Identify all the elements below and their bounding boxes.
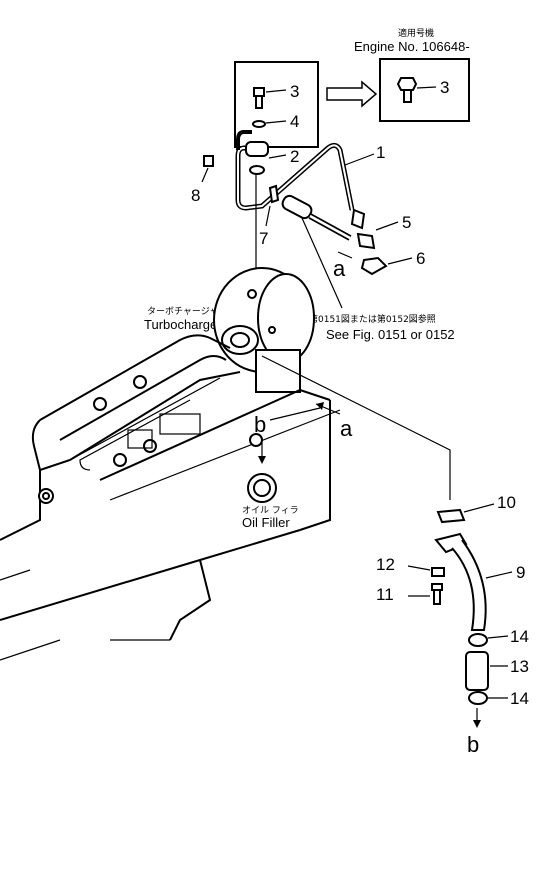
plug-8 (203, 155, 214, 167)
detail-box-before (234, 61, 319, 148)
ref-b-upper: b (254, 412, 266, 437)
hose-connection (281, 194, 352, 241)
ref-b-lower: b (467, 732, 479, 757)
callout-14-upper: 14 (510, 627, 529, 646)
ref-a-upper: a (333, 256, 346, 281)
callout-13: 13 (510, 657, 529, 676)
change-arrow-icon (326, 80, 378, 108)
clamp-14-upper (468, 633, 488, 647)
callout-9: 9 (516, 563, 525, 582)
engine-number-label: Engine No. 106648- (354, 39, 470, 54)
hose-13 (465, 651, 489, 691)
callout-4: 4 (290, 112, 299, 131)
callout-1: 1 (376, 143, 385, 162)
applicability-jp-label: 適用号機 (398, 27, 434, 39)
callout-3-after: 3 (440, 78, 449, 97)
washer-4 (252, 120, 266, 128)
oil-filler-jp-label: オイル フィラ (242, 505, 299, 516)
connector-5 (350, 208, 376, 250)
bolt-3-after (396, 77, 418, 103)
see-fig-en-label: See Fig. 0151 or 0152 (326, 327, 455, 342)
oil-filler-en-label: Oil Filler (242, 515, 290, 530)
callout-10: 10 (497, 493, 516, 512)
washer-12 (431, 567, 445, 577)
turbocharger (213, 267, 315, 393)
see-fig-jp-label: 第0151図または第0152図参照 (309, 313, 436, 325)
callout-8: 8 (191, 186, 200, 205)
callout-2: 2 (290, 147, 299, 166)
callout-14-lower: 14 (510, 689, 529, 708)
callout-3-before: 3 (290, 82, 299, 101)
turbocharger-en-label: Turbocharger (144, 317, 222, 332)
oil-drain-tube-9 (434, 532, 487, 631)
bolt-3-before (253, 87, 265, 109)
callout-12: 12 (376, 555, 395, 574)
clamp-14-lower (468, 691, 488, 705)
callout-7: 7 (259, 229, 268, 248)
turbocharger-jp-label: ターボチャージャ (147, 306, 218, 317)
gasket-10 (436, 508, 466, 524)
ref-a-middle: a (340, 416, 353, 441)
bolt-11 (431, 583, 443, 605)
eye-joint-2 (245, 141, 269, 175)
clamp-7 (268, 184, 280, 204)
callout-6: 6 (416, 249, 425, 268)
fitting-6 (360, 256, 388, 276)
engine-block (0, 334, 341, 661)
detail-box-after (379, 58, 470, 122)
callout-5: 5 (402, 213, 411, 232)
callout-11: 11 (376, 585, 394, 604)
